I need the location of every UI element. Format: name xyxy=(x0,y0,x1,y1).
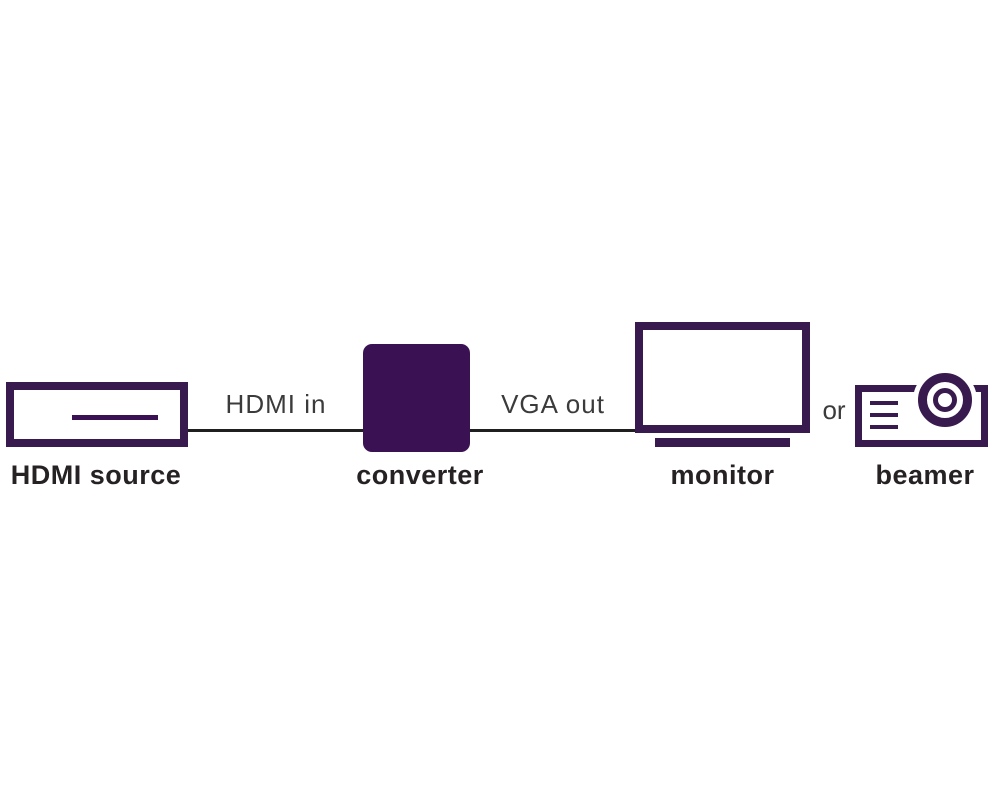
projector-vent-line xyxy=(870,425,898,429)
converter-label: converter xyxy=(356,460,484,490)
hdmi-source-shape xyxy=(6,382,188,447)
monitor-label: monitor xyxy=(670,460,775,490)
projector-vent-line xyxy=(870,413,898,417)
projector-vent-line xyxy=(870,401,898,405)
converter-shape xyxy=(363,344,470,452)
vga-out-cable xyxy=(470,429,636,432)
hdmi-in-label: HDMI in xyxy=(225,389,327,419)
beamer-label: beamer xyxy=(875,460,975,490)
or-label: or xyxy=(822,395,846,425)
hdmi-source-slot xyxy=(72,415,158,420)
projector-lens-icon xyxy=(918,373,972,427)
monitor-stand xyxy=(655,438,790,447)
hdmi-in-cable xyxy=(188,429,364,432)
projector-lens-inner-ring xyxy=(933,388,957,412)
hdmi-source-label: HDMI source xyxy=(10,460,182,490)
vga-out-label: VGA out xyxy=(501,389,605,419)
monitor-screen-icon xyxy=(635,322,810,433)
